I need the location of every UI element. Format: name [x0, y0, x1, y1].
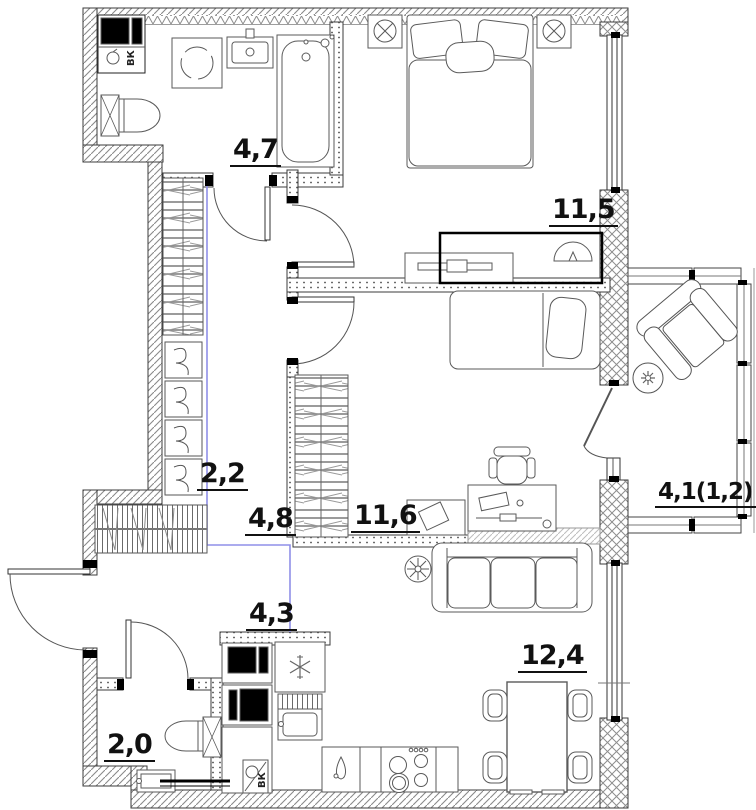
room-label-balcony: 4,1(1,2) [655, 481, 756, 508]
riser-label-bottom: ВК [257, 771, 268, 788]
room-label-room2: 11,6 [351, 502, 420, 533]
towel-rail [160, 779, 230, 787]
desk [467, 484, 557, 532]
room-label-hall: 4,3 [246, 600, 297, 631]
kitchen-counter [321, 746, 459, 793]
appliance-column [221, 642, 273, 794]
desk-chair [488, 446, 536, 485]
wall-east-4 [599, 717, 629, 809]
room-label-bedroom: 11,5 [549, 196, 618, 227]
bathtub [276, 34, 335, 168]
wall-west-lower [82, 647, 98, 771]
snowflake-icon [289, 655, 311, 679]
bedroom-window [606, 32, 623, 193]
room-label-wc: 2,0 [104, 731, 155, 762]
side-table [406, 499, 466, 536]
bathroom-door [205, 175, 277, 242]
riser-label-top: ВК [126, 49, 137, 66]
balcony-door [583, 380, 621, 482]
room2-wardrobe [294, 374, 349, 538]
room-label-bathroom: 4,7 [230, 136, 281, 167]
room2-door [287, 296, 355, 365]
fridge [274, 641, 326, 693]
wall-sw-step [82, 765, 136, 787]
stove [389, 747, 429, 793]
tv-console [404, 252, 514, 284]
balcony [627, 267, 755, 534]
nightstand-left [367, 14, 403, 49]
kitchen-sink [277, 708, 323, 741]
closet-furniture [94, 177, 208, 554]
shaft-box [97, 14, 146, 74]
balcony-armchair [636, 279, 738, 381]
wc-furniture [136, 716, 230, 793]
bedroom-wardrobe [438, 231, 604, 285]
wall-step-upper [82, 144, 164, 163]
doors [7, 175, 621, 690]
living-plant [404, 555, 432, 583]
wall-closet-west [147, 161, 163, 493]
double-bed [406, 14, 534, 169]
bedroom-door [287, 196, 355, 269]
dining-chairs [482, 689, 593, 784]
room-label-closet: 2,2 [197, 460, 248, 491]
toilet-wc [164, 716, 222, 758]
plant-icon [641, 371, 655, 385]
wall-west-upper [82, 7, 98, 149]
wc-door [117, 619, 194, 690]
single-bed [449, 290, 601, 370]
hall-wardrobe [94, 504, 208, 554]
toilet-bathroom [100, 94, 161, 137]
zone-boundary-line [206, 180, 291, 632]
washing-machine [171, 37, 223, 89]
kitchen-furniture [221, 542, 593, 795]
kitchen-window [598, 560, 630, 722]
balcony-table [632, 362, 664, 394]
closet-hanging-rail [162, 177, 204, 336]
entrance-door [7, 560, 97, 658]
room2-furniture [294, 290, 601, 538]
wall-east-3 [599, 479, 629, 565]
balcony-glazing [627, 267, 755, 534]
dining-table [506, 681, 568, 795]
sofa [431, 542, 593, 613]
vk-shaft [242, 759, 269, 794]
bathroom-furniture [97, 14, 335, 168]
room-label-kitchen: 12,4 [518, 642, 587, 673]
windows [598, 32, 630, 722]
nightstand-right [536, 14, 572, 49]
bedroom-furniture [367, 14, 604, 285]
bath-sink [226, 28, 274, 69]
dish-rack [277, 693, 323, 710]
room-label-corridor: 4,8 [245, 505, 296, 536]
closet-shoe-shelves [164, 341, 203, 496]
